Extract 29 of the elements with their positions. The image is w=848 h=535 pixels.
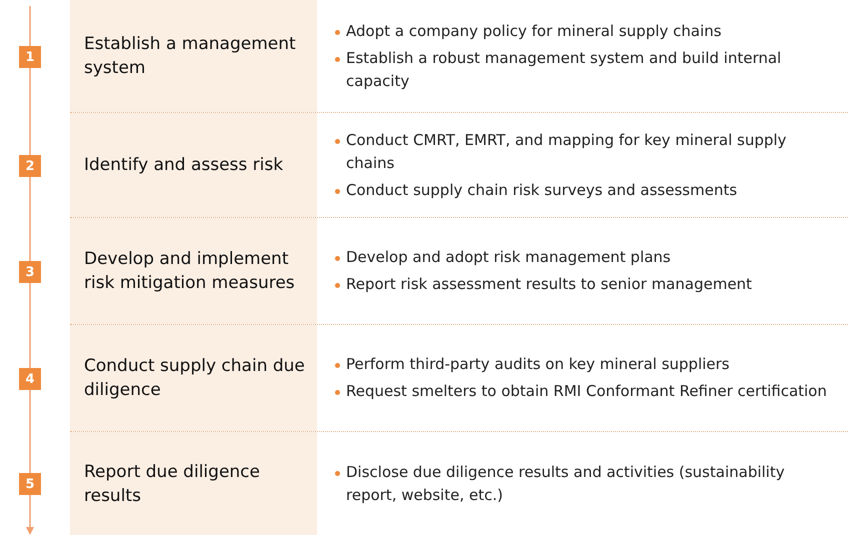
step-title: Develop and implement risk mitigation measures <box>70 218 317 324</box>
step-number-badge: 3 <box>19 261 41 283</box>
timeline-line <box>29 68 31 155</box>
bullet-item: Request smelters to obtain RMI Conformant Refiner certification <box>346 381 827 402</box>
bullet-item: Develop and adopt risk management plans <box>346 247 671 268</box>
bullet-item: Conduct supply chain risk surveys and assessments <box>346 180 738 200</box>
bullet-item: Perform third-party audits on key mineral suppliers <box>346 354 730 375</box>
step-row <box>70 0 848 113</box>
bullet-item: Adopt a company policy for mineral supply chains <box>346 20 722 42</box>
timeline-line <box>29 283 31 368</box>
bullet-item: Disclose due diligence results and activities (sustainability report, website, etc.) <box>346 462 786 506</box>
step-row <box>70 325 848 432</box>
timeline-line <box>29 177 31 261</box>
step-title: Identify and assess risk <box>70 113 317 217</box>
step-number-badge: 1 <box>19 46 41 68</box>
step-title: Conduct supply chain due diligence <box>70 325 317 431</box>
timeline-arrow <box>26 495 34 535</box>
step-number-badge: 2 <box>19 155 41 177</box>
timeline-line <box>29 390 31 473</box>
step-row <box>70 113 848 218</box>
step-row <box>70 218 848 325</box>
bullet-item: Establish a robust management system and build internal capacity <box>346 48 782 92</box>
bullet-item: Conduct CMRT, EMRT, and mapping for key mineral supply chains <box>346 130 788 174</box>
step-number-badge: 5 <box>19 473 41 495</box>
step-title: Report due diligence results <box>70 432 317 535</box>
step-title: Establish a management system <box>70 0 317 112</box>
bullet-item: Report risk assessment results to senior management <box>346 274 752 295</box>
timeline-line <box>29 6 31 46</box>
step-number-badge: 4 <box>19 368 41 390</box>
